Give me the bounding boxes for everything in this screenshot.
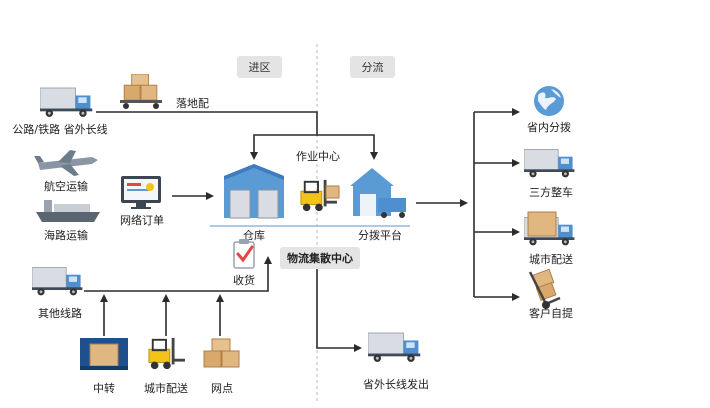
header-inbound: 进区	[237, 56, 282, 78]
truck-icon	[32, 267, 83, 296]
forklift-icon	[147, 336, 186, 371]
container-boxes-icon	[80, 338, 128, 370]
label-out-province: 省外长线发出	[363, 377, 429, 391]
flow-lines	[84, 108, 520, 352]
globe-icon	[534, 86, 564, 116]
label-transfer: 中转	[93, 381, 115, 395]
computer-icon	[121, 176, 161, 209]
label-warehouse: 仓库	[243, 228, 265, 242]
truck-icon	[368, 332, 421, 363]
airplane-icon	[34, 150, 98, 176]
label-city-delivery-in: 城市配送	[144, 381, 188, 395]
label-in-province: 省内分拨	[527, 120, 571, 134]
label-sea: 海路运输	[44, 228, 88, 242]
label-air: 航空运输	[44, 179, 88, 193]
truck-boxes-icon	[524, 211, 575, 246]
truck-icon	[40, 87, 93, 118]
hub-label-box: 物流集散中心	[280, 247, 360, 269]
clipboard-check-icon	[233, 239, 255, 269]
boxes-stack-icon	[203, 338, 240, 368]
label-third-party: 三方整车	[529, 185, 573, 199]
hand-truck-icon	[528, 268, 561, 309]
label-outlet: 网点	[211, 382, 233, 395]
svg-text:分流: 分流	[362, 60, 384, 74]
label-operations: 作业中心	[296, 150, 340, 163]
svg-text:进区: 进区	[249, 61, 271, 74]
label-other-routes: 其他线路	[38, 306, 82, 320]
label-city-delivery: 城市配送	[529, 252, 573, 266]
boxes-icon	[325, 185, 340, 199]
label-road-rail: 公路/铁路 省外长线	[12, 122, 107, 136]
label-landing: 落地配	[176, 97, 209, 110]
header-distribution: 分流	[350, 56, 395, 78]
ship-icon	[36, 200, 100, 222]
label-platform: 分拨平台	[358, 228, 402, 242]
label-online-order: 网络订单	[120, 213, 164, 227]
distribution-platform-icon	[350, 168, 406, 218]
label-receiving: 收货	[233, 273, 255, 287]
warehouse-icon	[224, 164, 284, 219]
svg-text:物流集散中心: 物流集散中心	[287, 251, 353, 265]
label-self-pickup: 客户自提	[529, 306, 573, 320]
truck-icon	[524, 149, 575, 178]
cart-boxes-icon	[120, 74, 162, 109]
